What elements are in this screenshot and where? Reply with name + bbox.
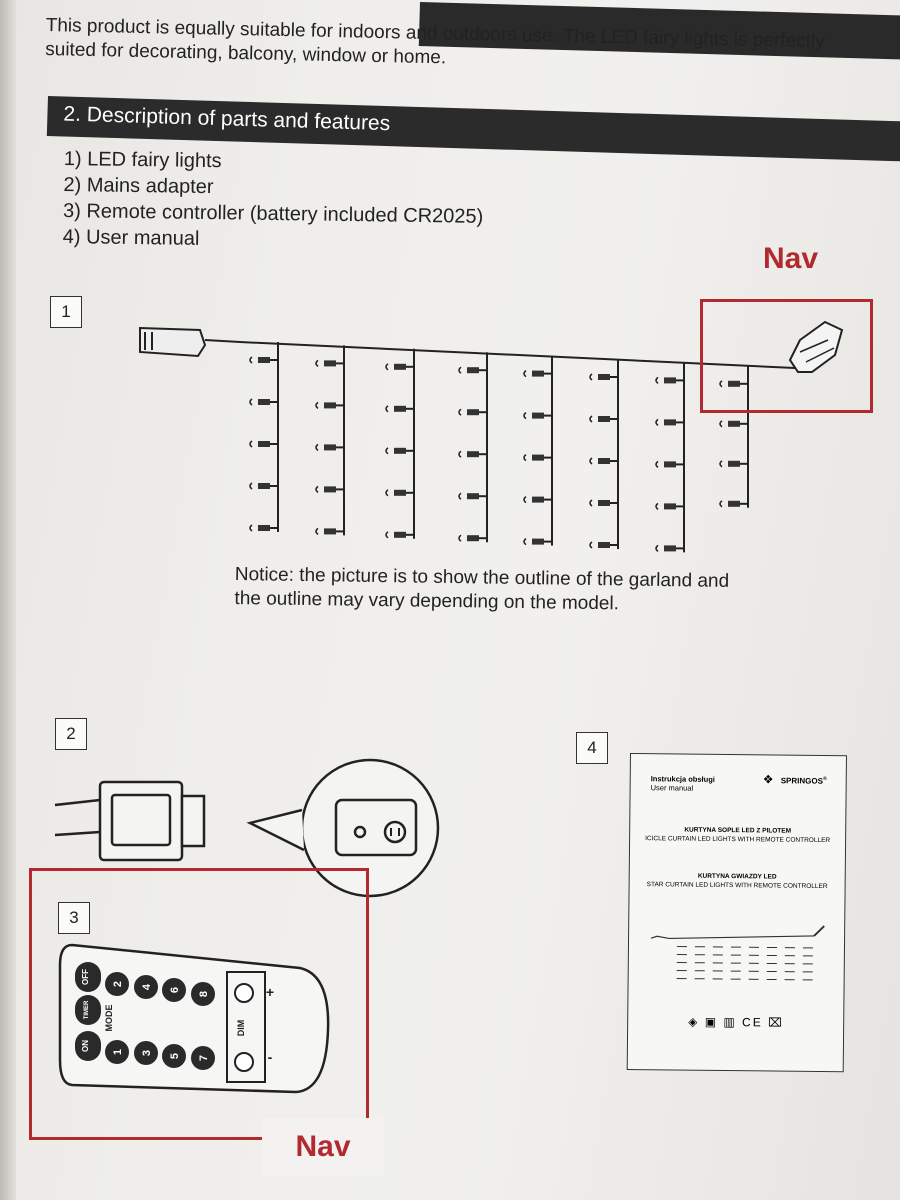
figure-number-2: 2 [55,718,87,750]
remote-mode-label: MODE [104,1005,114,1032]
led-bulb [315,485,344,493]
led-bulb [589,541,618,549]
remote-plus-label: + [266,984,274,1000]
led-bulb [655,418,684,426]
remote-number-button [134,975,158,999]
figure-number-1: 1 [50,296,82,328]
remote-power-button [75,962,101,992]
figure-number-3: 3 [58,902,90,934]
remote-dim-label: DIM [236,1020,246,1037]
led-bulb [589,415,618,423]
remote-number-button [191,1046,215,1070]
led-bulb [589,373,618,381]
remote-number-label: 4 [141,983,153,990]
brightness-down-icon [234,1052,254,1072]
led-bulb [523,538,552,546]
led-bulb [458,492,487,500]
led-bulb [655,460,684,468]
remote-number-label: 1 [112,1049,124,1055]
remote-number-label: 3 [141,1050,153,1056]
remote-number-label: 6 [169,987,181,993]
manual-lights-thumbnail [650,925,825,981]
manual-subtitle: User manual [650,783,694,793]
led-bulb [385,489,414,497]
led-bulb [719,460,748,468]
led-bulb [385,447,414,455]
led-bulb [719,420,748,428]
led-bulb [458,366,487,374]
brightness-up-icon [234,983,254,1003]
figure-number-4: 4 [576,732,608,764]
remote-on-label: ON [81,1040,90,1052]
led-bulb [385,405,414,413]
manual-certification-icons: ◈ ▣ ▥ CE ⌧ [688,1014,785,1030]
manual-product2-en: STAR CURTAIN LED LIGHTS WITH REMOTE CONT… [646,881,828,891]
led-bulb [589,457,618,465]
nav-highlight-box-top [700,299,873,413]
remote-number-button [105,972,129,996]
led-bulb [385,363,414,371]
led-bulb [385,531,414,539]
manual-brand: SPRINGOS® [780,776,827,786]
springos-logo-icon: ❖ [762,772,774,787]
led-bulb [458,450,487,458]
remote-number-label: 8 [198,991,210,997]
remote-timer-label: TIMER [84,1000,90,1019]
led-bulb [458,534,487,542]
led-bulb [523,412,552,420]
led-bulb [719,380,748,388]
led-bulb [655,502,684,510]
led-bulb [523,454,552,462]
remote-number-button [191,982,215,1006]
led-bulb [315,401,344,409]
remote-power-button [75,995,101,1025]
user-manual-illustration: Instrukcja obsługi User manual ❖ SPRINGO… [626,753,847,1073]
led-bulb [249,440,278,448]
led-bulb [589,499,618,507]
led-bulb [315,359,344,367]
nav-highlight-box-bottom [29,868,369,1140]
remote-number-button [162,1044,186,1068]
led-bulb [523,370,552,378]
led-bulb [315,527,344,535]
led-bulb [458,408,487,416]
remote-minus-label: - [268,1049,273,1065]
remote-number-label: 5 [169,1053,181,1059]
nav-label-bottom: Nav [262,1118,384,1176]
led-bulb [655,376,684,384]
remote-number-button [162,978,186,1002]
led-bulb [655,544,684,552]
manual-product1-en: ICICLE CURTAIN LED LIGHTS WITH REMOTE CO… [645,835,831,845]
nav-label-top: Nav [763,242,819,275]
remote-number-label: 2 [112,981,124,987]
led-bulb [249,398,278,406]
remote-number-button [134,1041,158,1065]
led-bulb [315,443,344,451]
led-bulb [249,356,278,364]
led-bulb [719,500,748,508]
page-binding [0,0,16,1200]
led-bulb [249,482,278,490]
remote-number-label: 7 [198,1055,210,1061]
led-bulb [523,496,552,504]
remote-number-button [105,1040,129,1064]
remote-power-button [75,1031,101,1061]
remote-off-label: OFF [81,969,90,985]
led-bulb [249,524,278,532]
